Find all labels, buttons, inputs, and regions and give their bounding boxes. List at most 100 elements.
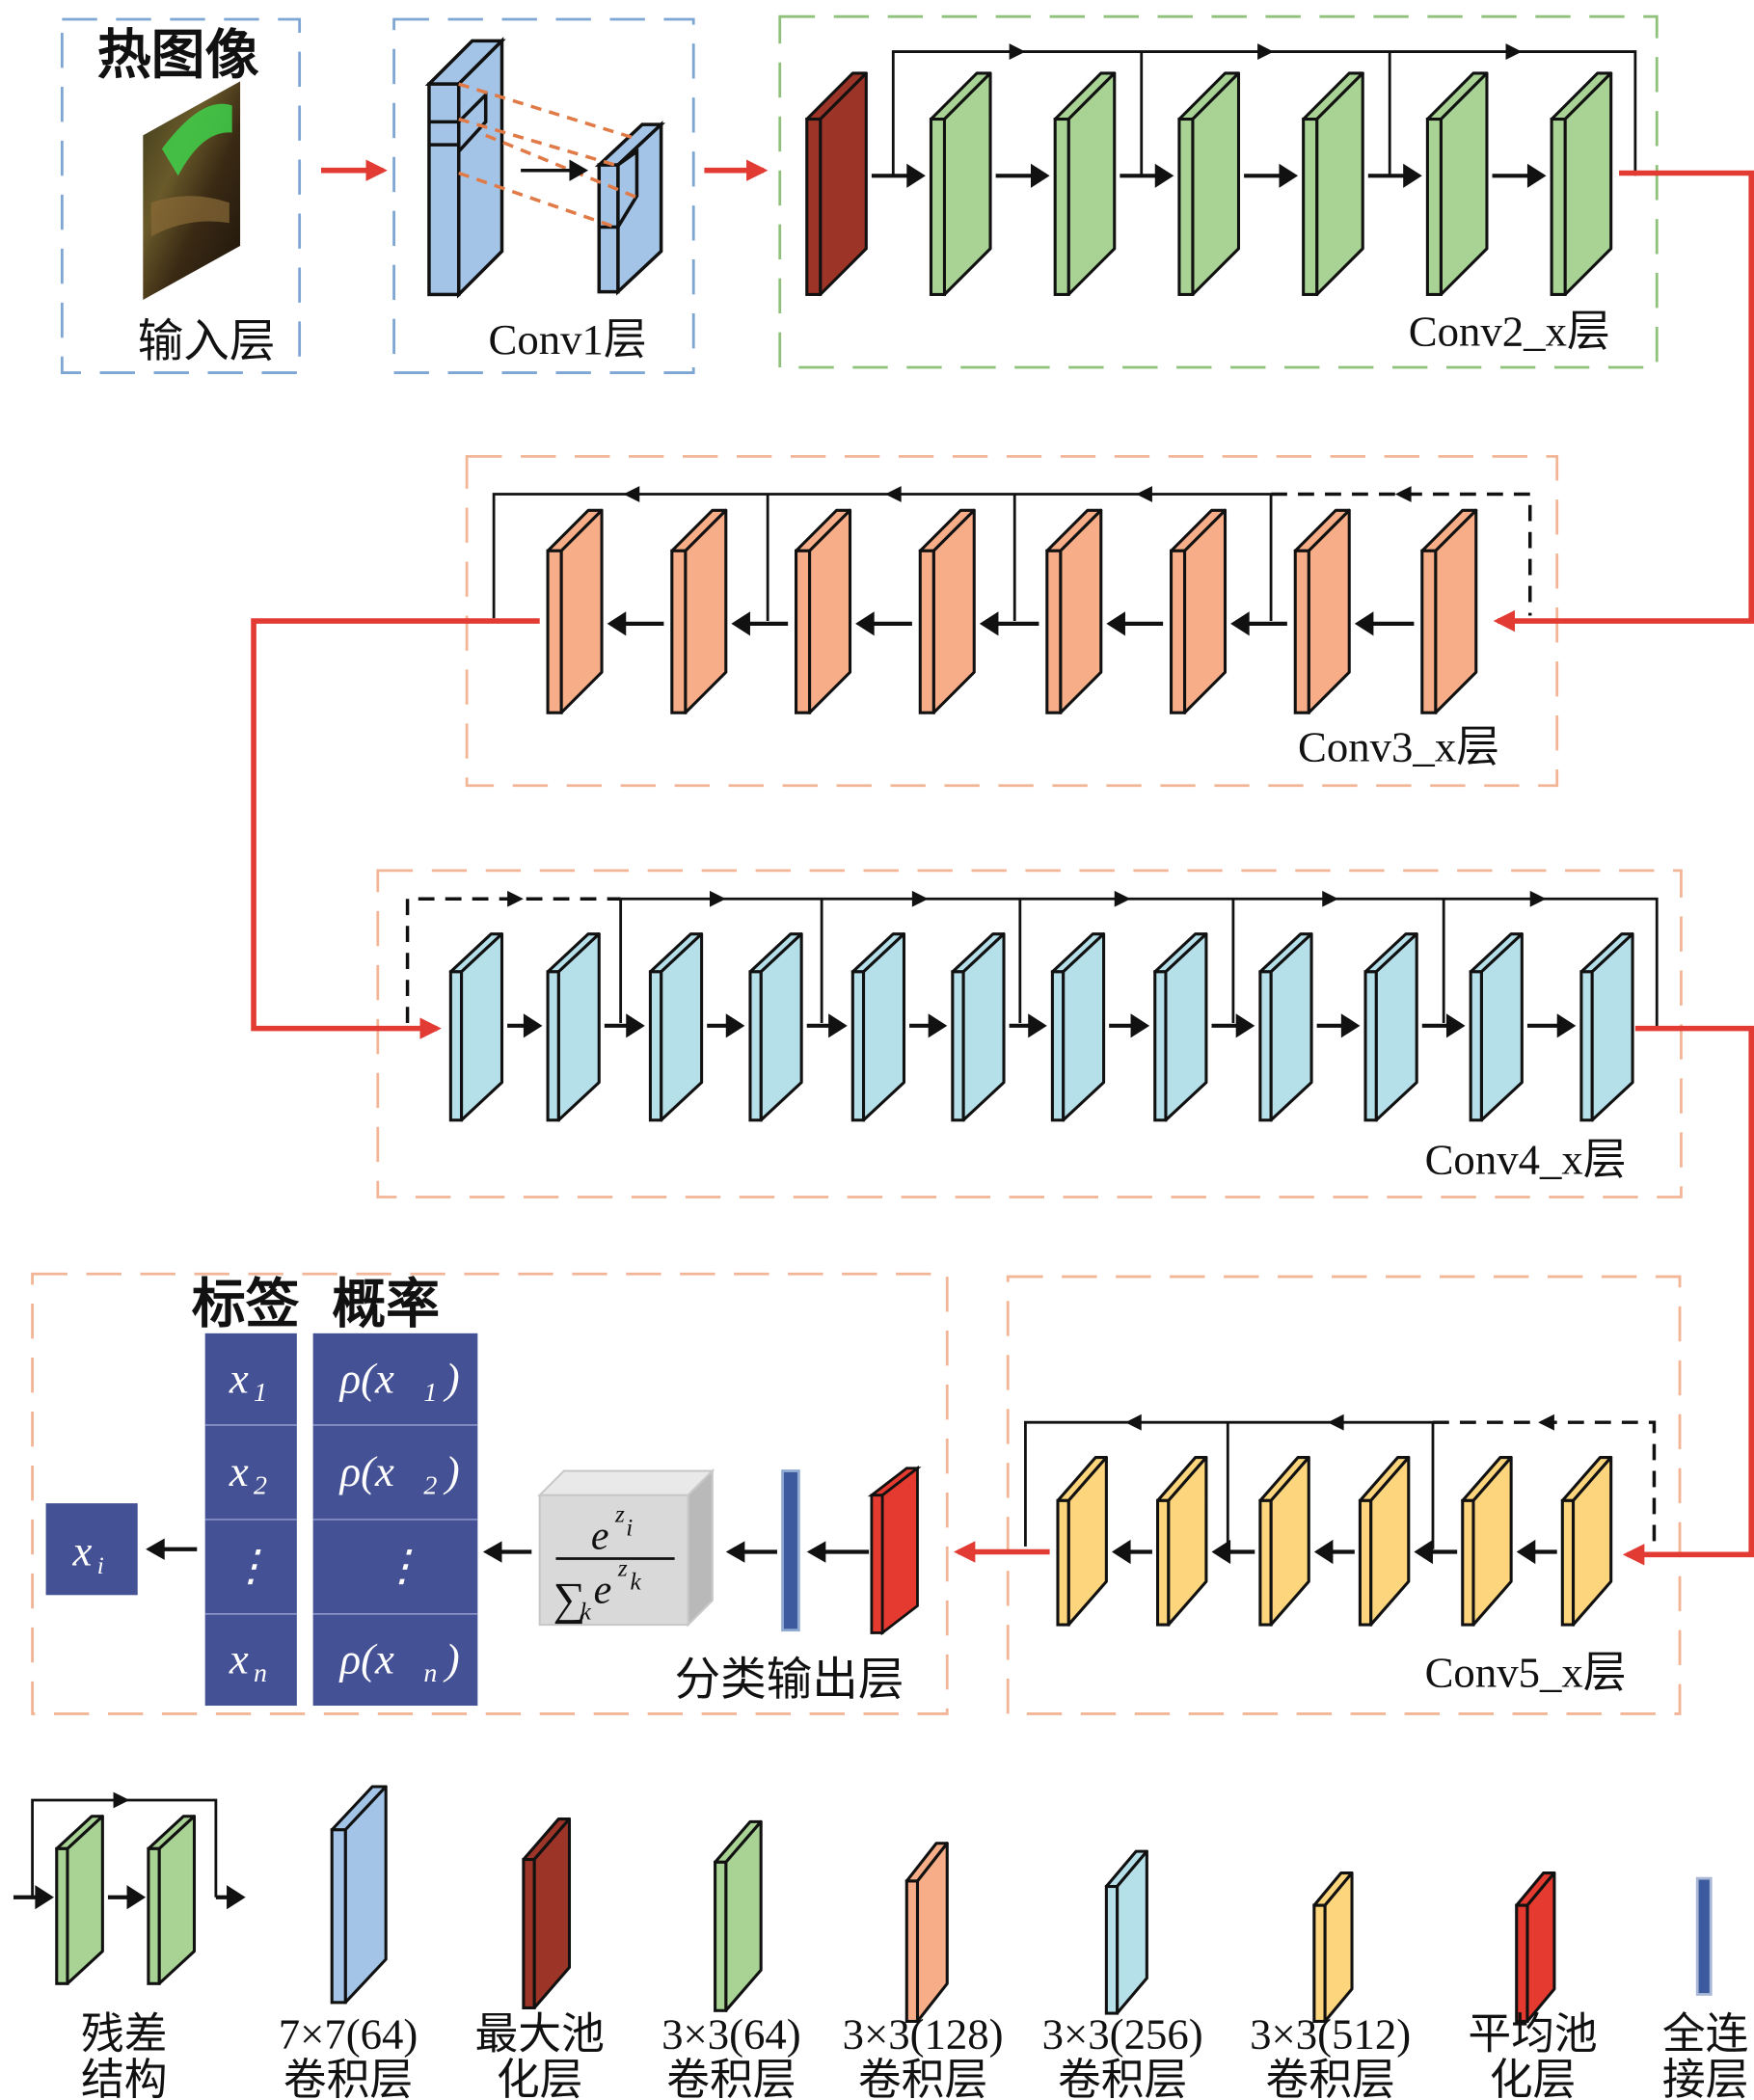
- conv1-layer-output: [594, 121, 666, 296]
- legend-label-line1: 3×3(128): [843, 2009, 1004, 2058]
- predicted-label-sub: i: [97, 1553, 104, 1579]
- conv3-forward-arrow: [979, 611, 1039, 636]
- legend-label-line2: 卷积层: [858, 2056, 987, 2100]
- prob-cell: ρ(x: [338, 1634, 394, 1683]
- legend-item-conv128: 3×3(128)卷积层: [843, 1842, 1004, 2100]
- conv4-label: Conv4_x层: [1425, 1136, 1627, 1184]
- table-row: ⋮⋮: [204, 1519, 478, 1590]
- label-cell-sub: n: [254, 1658, 267, 1688]
- conv2-forward-arrow: [1367, 163, 1422, 188]
- conv4-forward-arrow: [707, 1013, 745, 1038]
- legend-residual-arrow: [215, 1885, 246, 1910]
- conv4-layer-conv256: [748, 932, 803, 1122]
- conv2-forward-arrow: [871, 163, 926, 188]
- conv4-forward-arrow: [1109, 1013, 1150, 1038]
- conv3-forward-arrow: [1106, 611, 1164, 636]
- conv3-layer-conv128: [670, 508, 728, 714]
- table-header-labels: 标签: [192, 1276, 300, 1335]
- softmax-sum: ∑: [553, 1575, 586, 1625]
- arrow-table-to-result: [146, 1538, 198, 1560]
- conv3-layer-conv128: [1420, 508, 1478, 714]
- conv4-forward-arrow: [1526, 1013, 1577, 1038]
- conv3-layer-conv128: [918, 508, 976, 714]
- softmax-box: e z i ∑ k e z k: [537, 1468, 715, 1628]
- conv5-layer-conv512: [1056, 1456, 1108, 1627]
- label-cell: x: [229, 1354, 249, 1402]
- conv4-forward-arrow: [1211, 1013, 1255, 1038]
- input-title: 热图像: [97, 26, 259, 86]
- conv4-layer-conv256: [951, 932, 1006, 1122]
- conv3-forward-arrow: [855, 611, 912, 636]
- prob-cell-sub: 1: [423, 1378, 437, 1408]
- fc-layer: [781, 1469, 800, 1632]
- conv5-layer-conv512: [1461, 1456, 1513, 1627]
- input-block-frame: [60, 17, 302, 374]
- conv4-layer-conv256: [1050, 932, 1106, 1122]
- thermal-image: [143, 81, 241, 301]
- legend-label-line2: 化层: [1490, 2056, 1577, 2100]
- conv4-block-frame: [376, 869, 1683, 1198]
- conv4-skip-connections: [405, 890, 1659, 1029]
- conv2-layer-conv64: [1177, 71, 1241, 296]
- conv2-skip-connections: [891, 43, 1637, 176]
- conv4-layer-conv256: [448, 932, 504, 1122]
- conv3-layer-conv128: [1045, 508, 1103, 714]
- legend-label-line2: 卷积层: [1265, 2056, 1394, 2100]
- conv5-label: Conv5_x层: [1425, 1648, 1627, 1696]
- conv1-arrow: [521, 159, 589, 181]
- conv3-forward-arrow: [607, 611, 664, 636]
- conv2-forward-arrow: [1244, 163, 1299, 188]
- softmax-denominator-sup: z: [617, 1556, 628, 1582]
- conv5-layer-conv512: [1560, 1456, 1613, 1627]
- avgpool-layer: [867, 1465, 922, 1636]
- legend-layer-maxpool: [522, 1817, 572, 2009]
- legend-residual-layer: [147, 1815, 197, 1985]
- legend-label-line1: 3×3(64): [661, 2009, 801, 2058]
- conv5-forward-arrow: [1516, 1539, 1557, 1565]
- prob-cell-sub: n: [423, 1658, 437, 1688]
- legend-item-conv64: 3×3(64)卷积层: [661, 1819, 801, 2100]
- softmax-denominator-e: e: [594, 1569, 612, 1613]
- conv3-layer-conv128: [795, 508, 852, 714]
- output-label: 分类输出层: [675, 1656, 904, 1706]
- legend-item-conv512: 3×3(512)卷积层: [1250, 1871, 1411, 2100]
- conv4-forward-arrow: [806, 1013, 848, 1038]
- arrow-softmax-to-table: [482, 1541, 532, 1563]
- conv4-layer-conv256: [648, 932, 704, 1122]
- conv4-forward-arrow: [909, 1013, 948, 1038]
- legend-label-line2: 卷积层: [283, 2056, 413, 2100]
- softmax-sum-k: k: [580, 1599, 592, 1625]
- prob-cell-close: ): [443, 1354, 460, 1402]
- softmax-numerator-sup: z: [614, 1502, 625, 1528]
- conv2-layer-maxpool: [805, 71, 868, 296]
- conv2-label: Conv2_x层: [1409, 308, 1610, 356]
- legend-label-line1: 全连: [1662, 2009, 1749, 2058]
- prob-cell-close: ): [443, 1447, 460, 1495]
- legend-label-line2: 化层: [497, 2056, 583, 2100]
- conv3-layer-conv128: [546, 508, 604, 714]
- conv2-block-frame: [778, 14, 1659, 369]
- legend-layer-conv512: [1312, 1871, 1354, 2023]
- prob-cell: ρ(x: [338, 1354, 394, 1402]
- legend-layer-conv256: [1104, 1849, 1148, 2015]
- label-cell-sub: 1: [254, 1378, 267, 1408]
- conv2-layer-conv64: [929, 71, 992, 296]
- label-cell: ⋮: [229, 1542, 273, 1590]
- flow-line-conv4-to-conv5: [1622, 1025, 1754, 1566]
- softmax-denominator-sub: k: [630, 1570, 641, 1596]
- legend-residual-arrow: [107, 1885, 147, 1910]
- legend-label-line1: 3×3(256): [1042, 2009, 1203, 2058]
- conv4-layer-conv256: [1579, 932, 1634, 1122]
- conv1-layer-input: [424, 37, 506, 299]
- prob-cell: ⋮: [381, 1542, 424, 1590]
- conv5-layer-conv512: [1156, 1456, 1208, 1627]
- conv5-forward-arrow: [1414, 1539, 1458, 1565]
- conv4-forward-arrow: [507, 1013, 543, 1038]
- conv2-layer-conv64: [1550, 71, 1613, 296]
